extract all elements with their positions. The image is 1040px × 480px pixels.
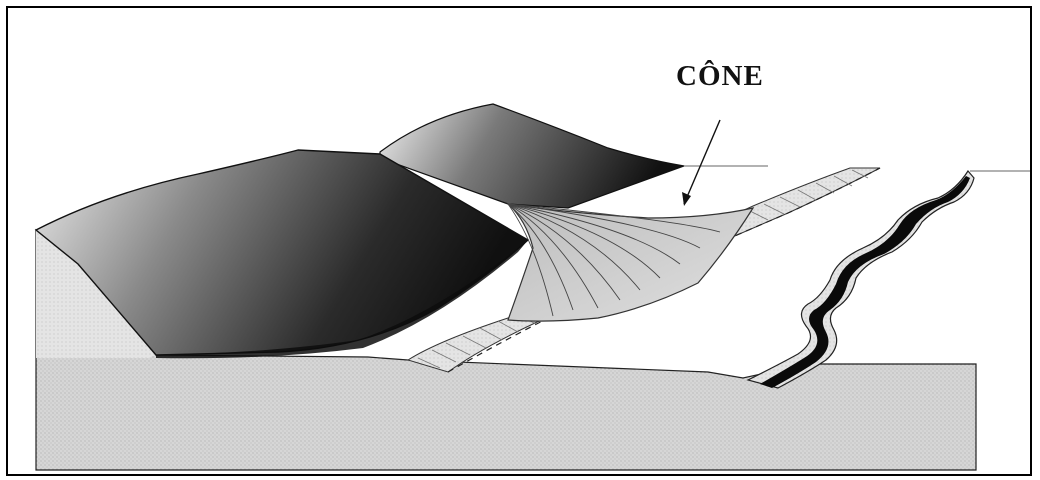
diagram-frame: CÔNE	[6, 6, 1032, 476]
cone-arrow	[684, 120, 720, 204]
geological-cross-section	[8, 8, 1032, 476]
cone-label: CÔNE	[676, 60, 764, 93]
alluvial-cone	[508, 204, 753, 321]
cone-arrowhead	[682, 192, 691, 206]
